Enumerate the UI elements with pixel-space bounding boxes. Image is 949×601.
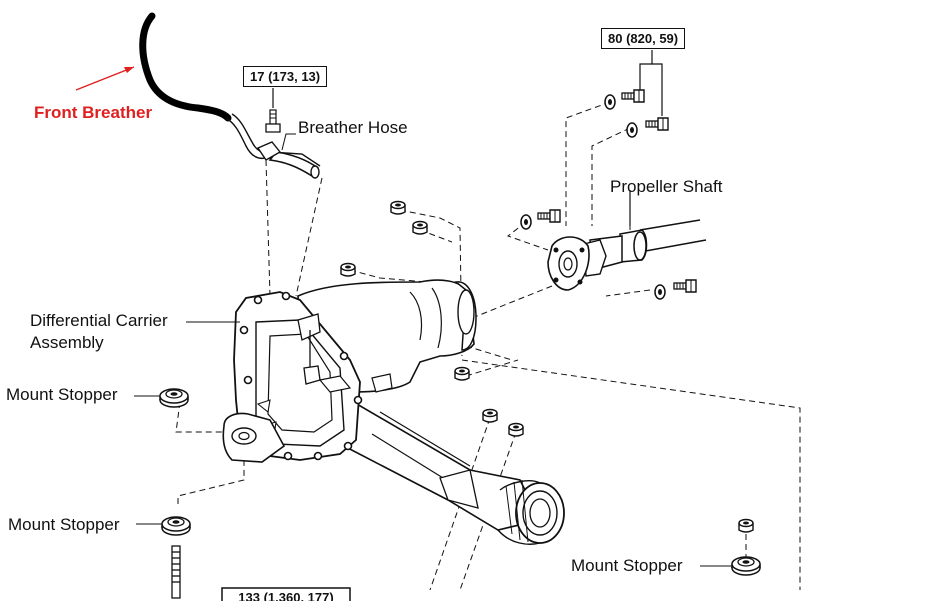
mount-stopper-label-lower-right: Mount Stopper [571, 556, 683, 575]
washer-icon [626, 122, 638, 138]
nut-icon [412, 220, 428, 235]
front-breather-annotation [75, 12, 232, 122]
mount-stopper-icon [159, 388, 189, 408]
bolt-icon [673, 279, 697, 293]
breather-tube-marker [139, 12, 232, 122]
nut-icon [390, 200, 406, 215]
propeller-shaft-label: Propeller Shaft [610, 177, 723, 196]
nut-icon [482, 408, 498, 423]
front-breather-label: Front Breather [34, 103, 153, 122]
torque-spec-partial: 133 (1,360, 177) [238, 590, 333, 601]
nut-icon [508, 422, 524, 437]
label-leaders [134, 133, 732, 567]
differential-carrier-label: Differential Carrier [30, 311, 168, 330]
breather-hose-assembly [225, 88, 321, 179]
nut-icon [454, 366, 470, 381]
mount-stopper-icon [161, 516, 191, 536]
bolt-icon [537, 209, 561, 223]
bolt-icon [171, 545, 181, 599]
washer-icon [654, 284, 666, 300]
mount-stopper-label-lower-left: Mount Stopper [8, 515, 120, 534]
nut-icon [738, 518, 754, 533]
mount-stopper-label-upper-left: Mount Stopper [6, 385, 118, 404]
mount-stopper-icon [731, 556, 761, 576]
bolt-icon [645, 117, 669, 131]
nut-icon [340, 262, 356, 277]
annotation-arrow-line [75, 66, 135, 91]
torque-leaders [639, 50, 663, 116]
bracket [256, 141, 282, 161]
bolt-icon [265, 109, 281, 133]
breather-hose-label: Breather Hose [298, 118, 408, 137]
differential-carrier-label-line2: Assembly [30, 333, 104, 352]
propeller-shaft [547, 190, 707, 291]
bolt-icon [621, 89, 645, 103]
washer-icon [520, 214, 532, 230]
arrow-head-icon [124, 67, 134, 73]
differential-carrier [222, 279, 565, 545]
washer-icon [604, 94, 616, 110]
torque-spec-propeller: 80 (820, 59) [601, 28, 686, 49]
torque-box-partial [221, 587, 351, 601]
torque-spec-breather: 17 (173, 13) [243, 66, 328, 87]
dashed-leaders [175, 101, 801, 591]
